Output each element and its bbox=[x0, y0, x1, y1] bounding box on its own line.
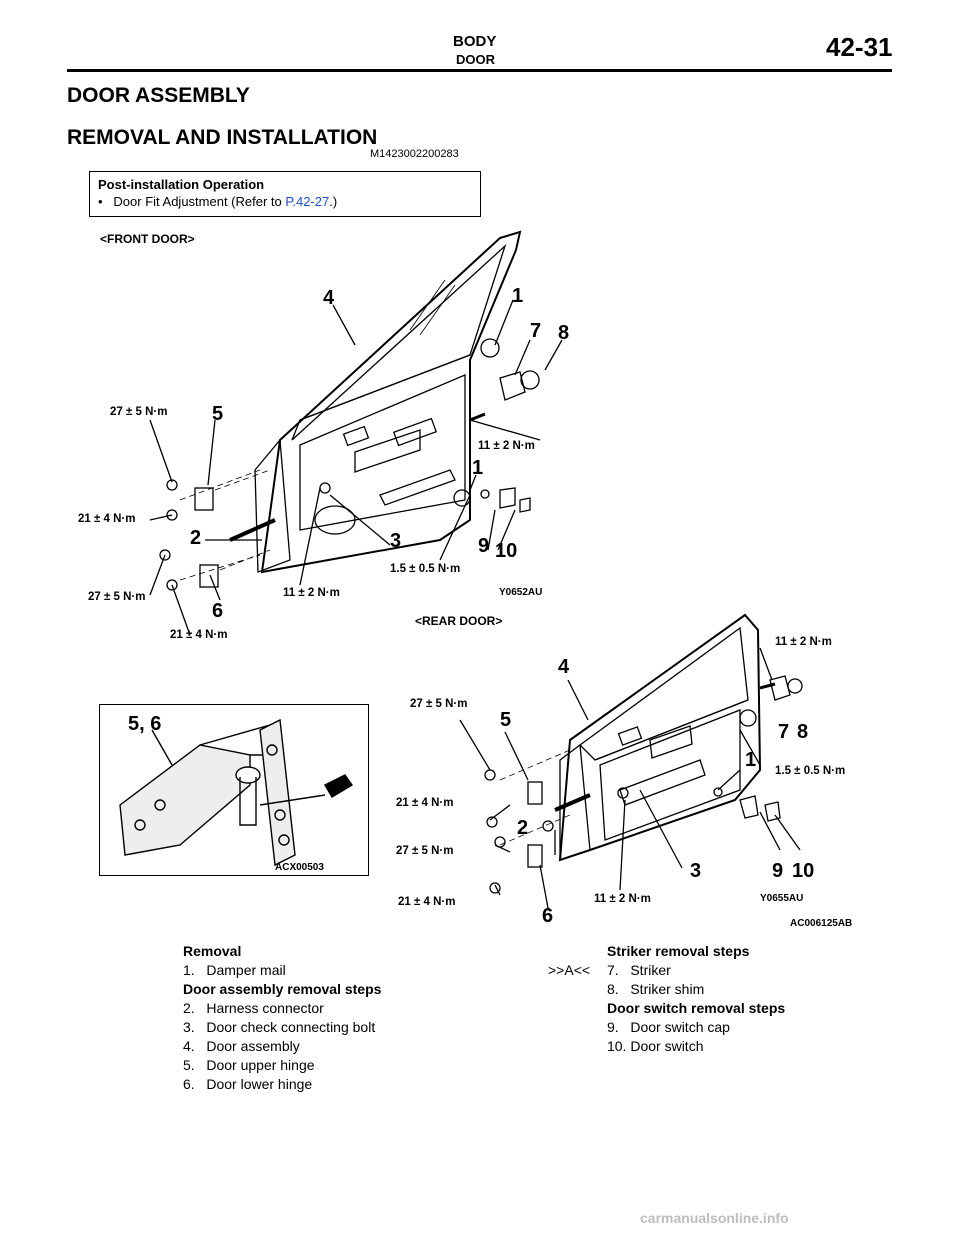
striker-heading: Striker removal steps bbox=[607, 943, 750, 959]
header-rule bbox=[67, 69, 892, 72]
page-subtitle: REMOVAL AND INSTALLATION bbox=[67, 126, 378, 149]
torque-upper-hinge-door: 21 ± 4 N·m bbox=[78, 513, 136, 525]
removal-list: Removal 1. Damper mail Door assembly rem… bbox=[183, 942, 381, 1094]
rear-torque-switch: 1.5 ± 0.5 N·m bbox=[775, 765, 846, 777]
striker-marker: >>A<< bbox=[548, 962, 591, 978]
rear-figure-code: Y0655AU bbox=[760, 893, 804, 904]
step-2: 2. Harness connector bbox=[183, 1000, 324, 1016]
callout-1b: 1 bbox=[472, 457, 484, 479]
rear-torque-upper-hinge: 27 ± 5 N·m bbox=[410, 698, 468, 710]
striker-step-7: 7. Striker bbox=[607, 962, 671, 978]
rear-door-label: <REAR DOOR> bbox=[415, 614, 503, 628]
rear-callout-8: 8 bbox=[797, 721, 809, 743]
removal-heading: Removal bbox=[183, 943, 242, 959]
bullet: • bbox=[98, 194, 103, 209]
step-5: 5. Door upper hinge bbox=[183, 1057, 315, 1073]
rear-door-drawing bbox=[459, 613, 803, 909]
rear-callout-9: 9 bbox=[772, 860, 784, 882]
inset-callout: 5, 6 bbox=[128, 713, 162, 735]
callout-8: 8 bbox=[558, 322, 570, 344]
step-4: 4. Door assembly bbox=[183, 1038, 300, 1054]
rear-callout-6: 6 bbox=[542, 905, 554, 927]
torque-striker: 11 ± 2 N·m bbox=[478, 440, 535, 452]
item-suffix: .) bbox=[329, 194, 338, 209]
post-install-item: • Door Fit Adjustment (Refer to P.42-27.… bbox=[98, 194, 472, 209]
callout-1: 1 bbox=[512, 285, 524, 307]
rear-callout-2: 2 bbox=[517, 817, 529, 839]
post-install-box: Post-installation Operation • Door Fit A… bbox=[89, 171, 481, 217]
front-figure-code: Y0652AU bbox=[499, 587, 543, 598]
rear-torque-upper-hinge-door: 21 ± 4 N·m bbox=[396, 797, 454, 809]
step-3: 3. Door check connecting bolt bbox=[183, 1019, 376, 1035]
torque-lower-hinge-door: 21 ± 4 N·m bbox=[170, 629, 228, 641]
subsection-title: DOOR bbox=[456, 52, 495, 67]
rear-torque-check-bolt: 11 ± 2 N·m bbox=[594, 893, 651, 905]
door-assembly-heading: Door assembly removal steps bbox=[183, 981, 382, 997]
watermark: carmanualsonline.info bbox=[640, 1210, 789, 1226]
torque-lower-hinge: 27 ± 5 N·m bbox=[88, 591, 146, 603]
hinge-detail-inset: 5, 6 ACX00503 bbox=[99, 704, 369, 876]
rear-callout-1: 1 bbox=[745, 749, 757, 771]
torque-upper-hinge: 27 ± 5 N·m bbox=[110, 406, 168, 418]
rear-callout-4: 4 bbox=[558, 656, 570, 678]
overall-figure-code: AC006125AB bbox=[790, 918, 853, 929]
rear-callout-5: 5 bbox=[500, 709, 512, 731]
torque-switch: 1.5 ± 0.5 N·m bbox=[390, 563, 461, 575]
torque-check-bolt: 11 ± 2 N·m bbox=[283, 587, 340, 599]
rear-torque-lower-hinge: 27 ± 5 N·m bbox=[396, 845, 454, 857]
section-title: BODY bbox=[453, 33, 497, 50]
callout-10: 10 bbox=[495, 540, 518, 562]
callout-9: 9 bbox=[478, 535, 490, 557]
door-switch-heading: Door switch removal steps bbox=[607, 1000, 786, 1016]
front-door-label: <FRONT DOOR> bbox=[100, 232, 195, 246]
striker-step-8: 8. Striker shim bbox=[607, 981, 705, 997]
page-number: 42-31 bbox=[826, 32, 893, 62]
inset-figure-code: ACX00503 bbox=[275, 862, 324, 873]
reference-link[interactable]: P.42-27 bbox=[285, 194, 330, 209]
item-prefix: Door Fit Adjustment (Refer to bbox=[113, 194, 286, 209]
rear-callout-7: 7 bbox=[778, 721, 790, 743]
removal-item-1: 1. Damper mail bbox=[183, 962, 286, 978]
rear-callout-3: 3 bbox=[690, 860, 702, 882]
rear-torque-striker: 11 ± 2 N·m bbox=[775, 636, 832, 648]
step-6: 6. Door lower hinge bbox=[183, 1076, 313, 1092]
rear-callout-10: 10 bbox=[792, 860, 815, 882]
switch-step-10: 10. Door switch bbox=[607, 1038, 704, 1054]
callout-2: 2 bbox=[190, 527, 202, 549]
callout-7: 7 bbox=[530, 320, 542, 342]
post-install-title: Post-installation Operation bbox=[98, 177, 265, 192]
callout-5: 5 bbox=[212, 403, 224, 425]
callout-4: 4 bbox=[323, 287, 335, 309]
callout-3: 3 bbox=[390, 530, 402, 552]
page-title: DOOR ASSEMBLY bbox=[67, 84, 250, 107]
hinge-drawing bbox=[119, 718, 354, 867]
callout-6: 6 bbox=[212, 600, 224, 622]
striker-list: Striker removal steps 7. Striker 8. Stri… bbox=[607, 942, 785, 1056]
rear-torque-lower-hinge-door: 21 ± 4 N·m bbox=[398, 896, 456, 908]
switch-step-9: 9. Door switch cap bbox=[607, 1019, 730, 1035]
doc-code: M1423002200283 bbox=[370, 148, 459, 160]
front-door-drawing bbox=[149, 230, 563, 636]
